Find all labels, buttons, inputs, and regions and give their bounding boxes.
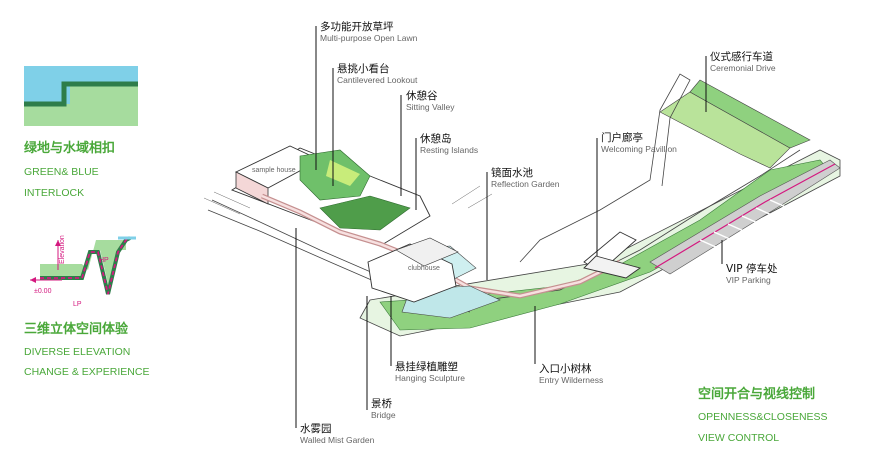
- elevation-line2: CHANGE & EXPERIENCE: [24, 366, 149, 378]
- callout-ceremonial-drive: 仪式感行车道 Ceremonial Drive: [710, 50, 776, 73]
- callout-walled-mist-garden: 水雾园 Walled Mist Garden: [300, 423, 375, 445]
- clubhouse-label: clubhouse: [408, 265, 440, 272]
- svg-text:Hanging Sculpture: Hanging Sculpture: [395, 373, 465, 383]
- svg-text:水雾园: 水雾园: [300, 423, 332, 435]
- site-model: sample house clubhouse: [203, 73, 841, 337]
- svg-text:Ceremonial Drive: Ceremonial Drive: [710, 63, 776, 73]
- svg-text:入口小树林: 入口小树林: [539, 362, 592, 375]
- svg-text:镜面水池: 镜面水池: [491, 166, 533, 179]
- svg-text:Sitting Valley: Sitting Valley: [406, 102, 455, 112]
- svg-text:景桥: 景桥: [371, 398, 392, 410]
- callout-hanging-sculpture: 悬挂绿植雕塑 Hanging Sculpture: [395, 360, 465, 383]
- interlock-line1: GREEN& BLUE: [24, 166, 99, 178]
- svg-text:Welcoming Pavillion: Welcoming Pavillion: [601, 144, 677, 154]
- svg-text:VIP Parking: VIP Parking: [726, 275, 771, 285]
- sample-house-label: sample house: [252, 167, 296, 174]
- svg-text:仪式感行车道: 仪式感行车道: [710, 50, 773, 63]
- zero-label: ±0.00: [34, 288, 52, 295]
- leader-lines: [295, 26, 723, 428]
- elevation-line1: DIVERSE ELEVATION: [24, 346, 130, 358]
- interlock-swatch: [24, 66, 138, 126]
- svg-text:Cantilevered Lookout: Cantilevered Lookout: [337, 75, 418, 85]
- svg-text:悬挂绿植雕塑: 悬挂绿植雕塑: [395, 360, 458, 373]
- callout-multi-purpose-lawn: 多功能开放草坪 Multi-purpose Open Lawn: [320, 20, 418, 43]
- elevation-title-zh: 三维立体空间体验: [24, 321, 129, 337]
- callout-bridge: 景桥 Bridge: [371, 398, 396, 420]
- svg-text:多功能开放草坪: 多功能开放草坪: [320, 20, 394, 33]
- lp-label: LP: [73, 301, 82, 308]
- svg-text:Reflection Garden: Reflection Garden: [491, 179, 560, 189]
- svg-text:悬挑小看台: 悬挑小看台: [337, 62, 390, 75]
- openness-line2: VIEW CONTROL: [698, 432, 779, 444]
- svg-text:Bridge: Bridge: [371, 410, 396, 420]
- openness-line1: OPENNESS&CLOSENESS: [698, 411, 828, 423]
- openness-title-zh: 空间开合与视线控制: [698, 386, 815, 402]
- callout-resting-islands: 休憩岛 Resting Islands: [420, 132, 478, 155]
- elevation-icon: [30, 236, 136, 295]
- svg-text:Walled Mist Garden: Walled Mist Garden: [300, 435, 375, 445]
- callout-sitting-valley: 休憩谷 Sitting Valley: [406, 89, 455, 112]
- callout-cantilevered-lookout: 悬挑小看台 Cantilevered Lookout: [337, 62, 418, 85]
- hp-label: HP: [99, 257, 109, 264]
- callout-welcoming-pavillion: 门户廊亭 Welcoming Pavillion: [601, 131, 677, 154]
- svg-text:休憩岛: 休憩岛: [420, 132, 452, 145]
- interlock-line2: INTERLOCK: [24, 187, 84, 199]
- callout-vip-parking: VIP 停车处 VIP Parking: [726, 262, 778, 285]
- svg-text:VIP 停车处: VIP 停车处: [726, 262, 778, 275]
- svg-text:Multi-purpose Open Lawn: Multi-purpose Open Lawn: [320, 33, 418, 43]
- callout-reflection-garden: 镜面水池 Reflection Garden: [491, 166, 560, 189]
- elevation-label: Elevation: [59, 235, 66, 264]
- interlock-title-zh: 绿地与水域相扣: [24, 140, 115, 156]
- svg-text:Entry Wilderness: Entry Wilderness: [539, 375, 603, 385]
- svg-text:Resting Islands: Resting Islands: [420, 145, 478, 155]
- svg-text:门户廊亭: 门户廊亭: [601, 131, 643, 144]
- callout-entry-wilderness: 入口小树林 Entry Wilderness: [539, 362, 603, 385]
- svg-text:休憩谷: 休憩谷: [406, 89, 438, 102]
